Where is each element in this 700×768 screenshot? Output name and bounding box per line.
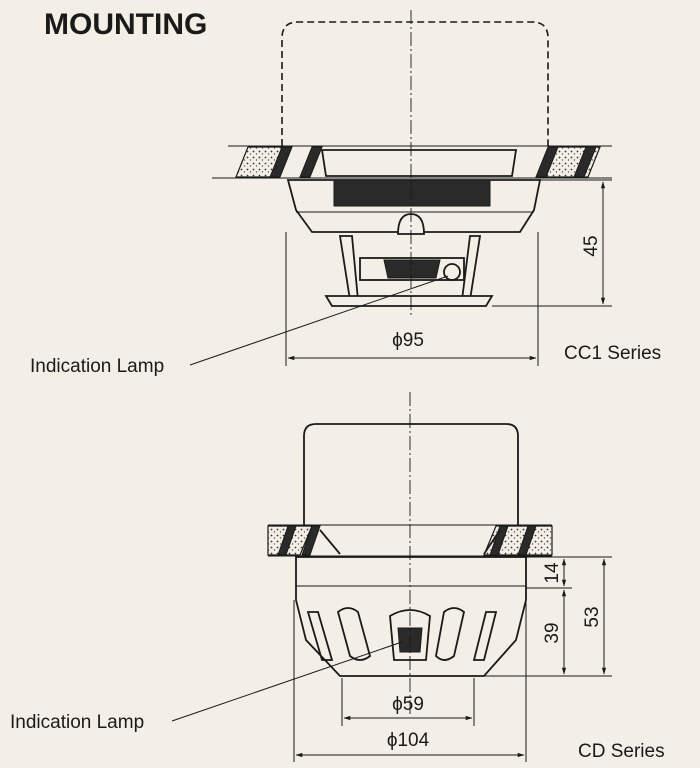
cd-ceiling-right-edge2 [517,525,537,556]
cc1-mounting-box-outline [281,21,549,146]
cd-top-dim-label: 14 [542,562,563,584]
cd-mounting-box-outline [303,423,519,525]
cc1-ceiling-left-edge2 [299,146,323,178]
cd-outer-diameter-dim-label: ϕ104 [387,730,430,751]
cd-detector-body [295,556,527,677]
cd-ceiling-right-edge [489,525,509,556]
cd-trim-flange [319,529,501,555]
cc1-height-dim-label: 45 [581,235,602,256]
cd-vent-slot-1 [306,611,334,661]
cd-lamp-label: Indication Lamp [10,712,144,733]
cc1-drawing: 45 ϕ95 Indication Lamp CC1 Series [30,10,661,377]
cc1-ceiling-right-edge [535,146,559,178]
cc1-series-label: CC1 Series [564,343,661,364]
cd-series-label: CD Series [578,741,665,762]
cc1-sensor-housing [359,257,465,281]
cd-drawing: 14 39 53 ϕ59 ϕ104 Indication Lamp CD Ser… [10,392,665,762]
cc1-label-band [333,179,491,207]
cd-sensor-window [389,609,431,661]
cc1-base-plate [324,295,494,307]
cc1-indication-lamp-icon [443,263,461,281]
cd-ceiling-left-edge [277,525,297,556]
cd-vent-slot-3 [435,607,466,661]
cd-height-dim-label: 53 [582,606,603,627]
cc1-diameter-dim-label: ϕ95 [392,330,424,351]
cd-ceiling-left-edge2 [301,525,321,556]
cc1-lamp-label: Indication Lamp [30,356,164,377]
cc1-trim-ring [320,149,518,177]
cd-vent-slot-4 [472,611,498,661]
cc1-ceiling-right-edge2 [573,146,597,178]
cd-lower-dim-label: 39 [542,622,563,643]
cd-lamp-leader-line [171,641,403,722]
page-title: MOUNTING [44,8,207,41]
cd-inner-diameter-dim-label: ϕ59 [392,694,424,715]
cc1-ceiling-left-edge [269,146,293,178]
cc1-lamp-leader-line [189,275,449,366]
cc1-cage-leg-left [338,235,359,301]
cc1-sensor-element [383,259,441,279]
